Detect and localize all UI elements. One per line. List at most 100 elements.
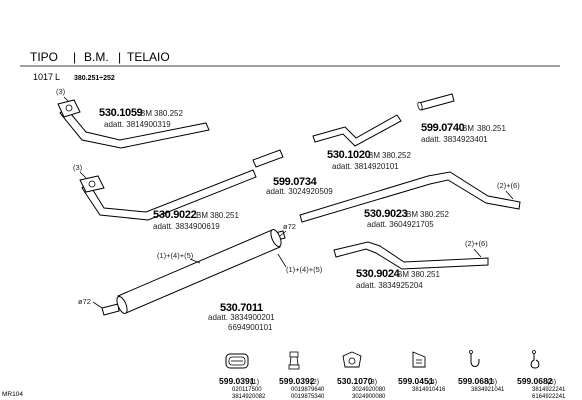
accessory-ref: 0019879640	[291, 387, 325, 393]
part-adatt: adatt. 3814900319	[104, 120, 171, 129]
part-bm-number: 380.252	[154, 109, 183, 118]
part-adatt-2: 6694900101	[228, 323, 273, 332]
page-code: MR104	[2, 391, 23, 398]
part-599-0734: 599.0734 adatt. 3024920509	[252, 149, 333, 196]
accessory-ref: 3814922241	[532, 387, 566, 393]
part-bm: BM	[406, 210, 418, 219]
part-code: 599.0740	[421, 122, 465, 134]
part-code: 530.9022	[153, 209, 197, 221]
part-callout: (3)	[56, 87, 66, 96]
accessory-note: (4)	[428, 377, 438, 386]
leader-line	[473, 248, 482, 258]
part-530-9022: (3) 530.9022 BM 380.251 adatt. 383490061…	[73, 163, 257, 231]
accessory-ref: 0019875340	[291, 394, 325, 400]
accessory-code: 599.0392	[279, 376, 315, 386]
header-model-suffix: L	[55, 72, 60, 82]
accessory-ref: 3024920080	[352, 387, 386, 393]
rubber-hanger-icon	[530, 350, 540, 369]
hook-icon	[469, 350, 480, 367]
accessory-note: (6)	[547, 377, 557, 386]
part-adatt: adatt. 3834925204	[356, 281, 423, 290]
pipe-shape	[252, 149, 284, 168]
pipe-shape	[299, 171, 521, 223]
accessory-note: (1)	[250, 377, 260, 386]
accessory-599-0391: 599.0391 (1) 020117500 3814920082	[219, 353, 266, 400]
callout-left: (1)+(4)+(5)	[157, 251, 194, 260]
part-code: 530.9023	[364, 208, 408, 220]
accessory-note: (5)	[488, 377, 498, 386]
part-adatt: adatt. 3834900201	[208, 313, 275, 322]
inlet-pipe	[101, 303, 120, 316]
part-code: 530.1059	[99, 107, 143, 119]
part-bm: BM	[462, 124, 474, 133]
muffler-end-cap	[116, 296, 128, 314]
part-530-1059: (3) 530.1059 BM 380.252 adatt. 381490031…	[56, 87, 210, 149]
diameter-left: ø72	[78, 297, 91, 306]
accessory-code: 599.0391	[219, 376, 255, 386]
part-bm-number: 380.251	[210, 211, 239, 220]
diameter-top: ø72	[283, 222, 296, 231]
pipe-shape	[312, 114, 402, 147]
part-adatt: adatt. 3834923401	[421, 135, 488, 144]
leader-line	[279, 230, 287, 237]
header-bm: B.M.	[84, 50, 109, 64]
leader-line	[92, 301, 103, 309]
leader-line	[277, 253, 287, 268]
part-bm: BM	[368, 151, 380, 160]
part-599-0740: 599.0740 BM 380.251 adatt. 3834923401	[417, 93, 506, 144]
part-530-1020: 530.1020 BM 380.252 adatt. 3814920101	[312, 114, 411, 171]
accessory-note: (3)	[368, 377, 378, 386]
part-callout: (2)+(6)	[465, 239, 488, 248]
accessory-code: 530.1070	[337, 376, 373, 386]
accessory-599-0451: 599.0451 (4) 3814910416	[398, 351, 446, 393]
part-code: 530.1020	[327, 149, 371, 161]
header-tipo: TIPO	[30, 50, 58, 64]
header-telaio: TELAIO	[127, 50, 170, 64]
accessory-ref: 3024900080	[352, 394, 386, 400]
part-code: 530.9024	[356, 268, 401, 280]
pipe-end	[417, 101, 423, 111]
bolt-icon	[288, 351, 300, 370]
leader-line	[505, 190, 514, 200]
accessory-599-0392: 599.0392 (2) 0019879640 0019875340	[279, 351, 325, 400]
muffler-body	[117, 229, 281, 314]
pipe-shape	[59, 107, 210, 149]
header-sep-2: |	[118, 50, 121, 64]
flange-hole	[88, 180, 96, 188]
part-bm-number: 380.252	[382, 151, 411, 160]
part-code: 599.0734	[273, 176, 318, 188]
leader-line	[189, 258, 201, 264]
accessory-code: 599.0681	[458, 376, 494, 386]
part-adatt: adatt. 3814920101	[332, 162, 399, 171]
part-530-9024: (2)+(6) 530.9024 BM 380.251 adatt. 38349…	[333, 239, 489, 290]
part-bm: BM	[196, 211, 208, 220]
pipe-shape	[418, 93, 455, 111]
clamp-icon	[225, 353, 249, 369]
part-bm: BM	[397, 270, 409, 279]
bracket-icon	[412, 351, 426, 368]
accessory-ref: 3834921041	[471, 387, 505, 393]
part-adatt: adatt. 3024920509	[266, 187, 333, 196]
part-code: 530.7011	[220, 302, 263, 314]
gasket-icon	[342, 351, 362, 368]
header-range: 380.251÷252	[74, 75, 115, 82]
accessory-code: 599.0682	[517, 376, 553, 386]
part-bm-number: 380.251	[411, 270, 440, 279]
part-bm-number: 380.251	[477, 124, 506, 133]
part-530-9023: (2)+(6) 530.9023 BM 380.252 adatt. 36049…	[299, 171, 521, 229]
accessory-530-1070: 530.1070 (3) 3024920080 3024900080	[337, 351, 386, 400]
callout-right: (1)+(4)+(5)	[286, 265, 323, 274]
part-bm: BM	[140, 109, 152, 118]
pipe-shape	[333, 241, 489, 270]
flange-hole	[65, 104, 73, 112]
header-model: 1017	[33, 72, 53, 82]
part-callout: (3)	[73, 163, 83, 172]
part-530-7011: ø72 ø72 (1)+(4)+(5) (1)+(4)+(5) 530.7011…	[78, 222, 323, 332]
accessory-ref: 6164922241	[532, 394, 566, 400]
part-adatt: adatt. 3834900619	[153, 222, 220, 231]
part-callout: (2)+(6)	[497, 181, 520, 190]
accessory-note: (2)	[310, 377, 320, 386]
part-bm-number: 380.252	[420, 210, 449, 219]
pipe-shape	[81, 169, 257, 221]
